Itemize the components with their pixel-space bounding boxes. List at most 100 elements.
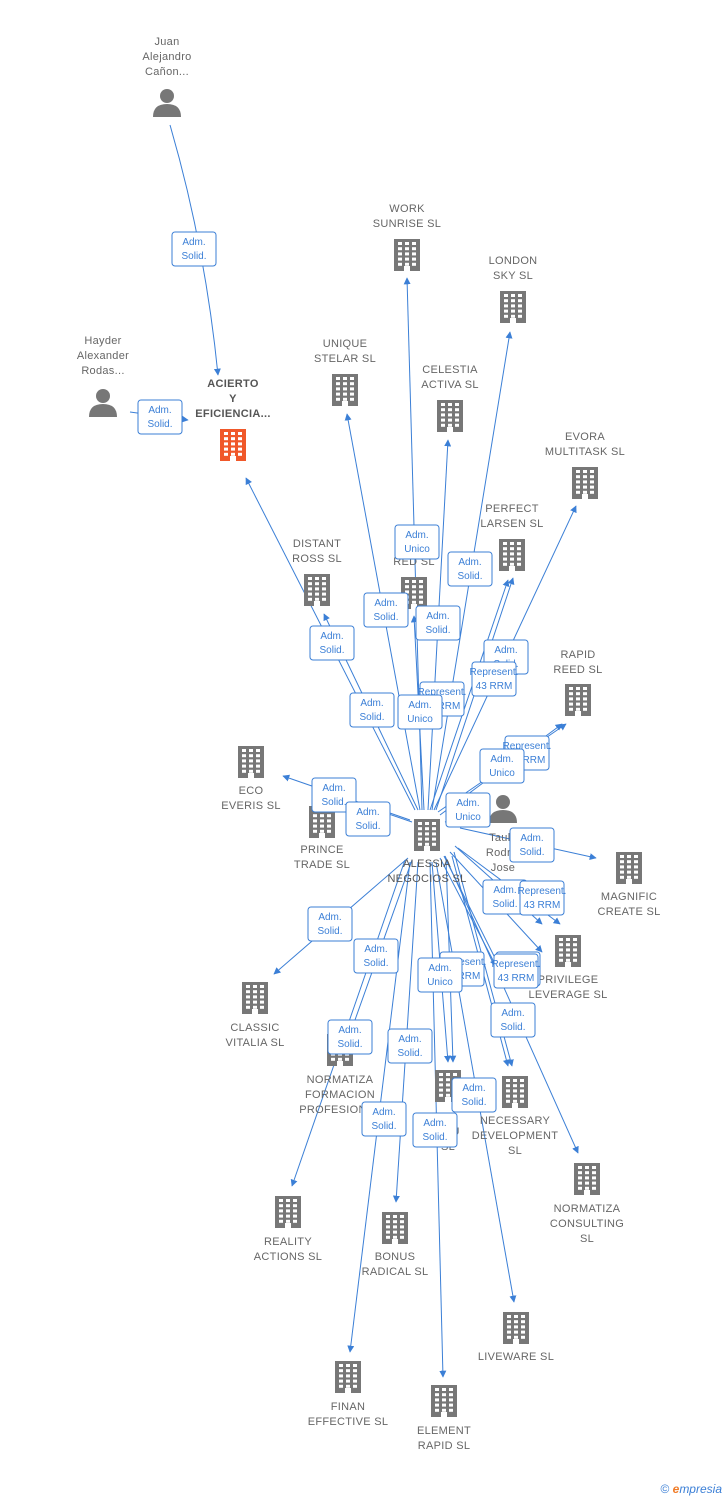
edge-label-5[interactable]: Adm.Solid.	[415, 605, 461, 641]
node-label-hayder: Hayder	[84, 335, 121, 347]
edge-label-text: 43 RRM	[509, 755, 546, 766]
empresia-brand[interactable]: © empresia	[660, 1482, 722, 1496]
node-label-evora: MULTITASK SL	[545, 446, 625, 458]
edge-label-1[interactable]: Adm.Solid.	[137, 399, 183, 435]
edge-label-10[interactable]: Adm.Unico	[397, 694, 443, 730]
edge-label-0[interactable]: Adm.Solid.	[171, 231, 217, 267]
edge-label-text: Adm.	[458, 557, 481, 568]
node-label-unique: STELAR SL	[314, 353, 376, 365]
node-label-acierto: Y	[229, 393, 237, 405]
edge-label-16[interactable]: Adm.Solid.	[345, 801, 391, 837]
edge-label-14[interactable]: Adm.Unico	[445, 792, 491, 828]
edge-label-text: Adm.	[320, 631, 343, 642]
node-label-normform: NORMATIZA	[307, 1074, 374, 1086]
building-icon	[238, 746, 264, 778]
building-icon	[437, 400, 463, 432]
node-label-work: WORK	[389, 203, 425, 215]
edge-label-text: Represent.	[418, 687, 467, 698]
building-icon	[502, 1076, 528, 1108]
edge-label-31[interactable]: Adm.Solid.	[412, 1112, 458, 1148]
person-icon	[89, 389, 117, 417]
edge-label-text: 43 RRM	[524, 900, 561, 911]
edge-label-17[interactable]: Adm. Solid.	[509, 827, 555, 863]
node-label-acierto: EFICIENCIA...	[195, 408, 270, 420]
person-icon	[489, 795, 517, 823]
edge-label-text: Adm.	[372, 1107, 395, 1118]
edge-label-text: Unico	[489, 768, 515, 779]
node-label-london: LONDON	[489, 255, 538, 267]
edge-label-text: 43 RRM	[498, 973, 535, 984]
edge-label-15[interactable]: Adm.Solid.	[311, 777, 357, 813]
edge-label-29[interactable]: Adm.Solid.	[451, 1077, 497, 1113]
edge-label-13[interactable]: Adm.Unico	[479, 748, 525, 784]
edge-7	[429, 579, 510, 811]
node-label-distant: ROSS SL	[292, 553, 342, 565]
node-label-eco: ECO	[239, 785, 264, 797]
edge-label-19[interactable]: Represent.43 RRM	[518, 880, 567, 916]
edge-label-9[interactable]: Adm.Solid.	[349, 692, 395, 728]
edge-label-11[interactable]: Represent.43 RRM	[470, 661, 519, 697]
building-icon	[616, 852, 642, 884]
node-label-london: SKY SL	[493, 270, 533, 282]
building-icon	[304, 574, 330, 606]
edge-label-text: Adm.	[360, 698, 383, 709]
node-label-privilege: PRIVILEGE	[538, 974, 599, 986]
node-london[interactable]: LONDON SKY SL	[489, 255, 538, 323]
node-label-classic: VITALIA SL	[225, 1037, 284, 1049]
edge-label-text: Solid.	[373, 612, 398, 623]
building-icon	[503, 1312, 529, 1344]
node-liveware[interactable]: LIVEWARE SL	[478, 1312, 554, 1363]
edge-label-4[interactable]: Adm. Solid.	[363, 592, 409, 628]
edge-label-text: Adm.	[338, 1025, 361, 1036]
edge-label-text: Adm.	[494, 645, 517, 656]
edge-label-26[interactable]: Adm.Solid.	[490, 1002, 536, 1038]
edge-label-text: Solid.	[519, 847, 544, 858]
edge-label-text: Adm.	[462, 1083, 485, 1094]
edge-label-6[interactable]: Adm.Solid.	[309, 625, 355, 661]
edge-label-24[interactable]: Represent.43 RRM	[492, 953, 541, 989]
edge-label-21[interactable]: Adm.Solid.	[307, 906, 353, 942]
edge-label-30[interactable]: Adm.Solid.	[361, 1101, 407, 1137]
edge-label-text: Adm.	[426, 611, 449, 622]
edge-label-28[interactable]: Adm.Solid.	[387, 1028, 433, 1064]
node-label-bonus: BONUS	[375, 1251, 416, 1263]
edge-label-25[interactable]: Adm.Unico	[417, 957, 463, 993]
node-label-classic: CLASSIC	[230, 1022, 279, 1034]
building-icon	[572, 467, 598, 499]
edge-label-text: Solid.	[181, 251, 206, 262]
edge-label-22[interactable]: Adm.Solid.	[353, 938, 399, 974]
node-label-celestia: ACTIVA SL	[421, 379, 479, 391]
edge-label-text: Adm.	[520, 833, 543, 844]
building-icon	[574, 1163, 600, 1195]
node-label-taule: Jose	[491, 862, 515, 874]
edge-label-2[interactable]: Adm.Unico	[394, 524, 440, 560]
edge-label-27[interactable]: Adm.Solid.	[327, 1019, 373, 1055]
edge-label-3[interactable]: Adm. Solid.	[447, 551, 493, 587]
node-juan[interactable]: JuanAlejandroCañon...	[142, 36, 191, 117]
edge-label-text: Solid.	[457, 571, 482, 582]
node-hayder[interactable]: HayderAlexanderRodas...	[77, 335, 129, 417]
edge-label-text: Adm.	[148, 405, 171, 416]
node-acierto[interactable]: ACIERTOYEFICIENCIA...	[195, 378, 270, 461]
edge-label-text: Adm.	[374, 598, 397, 609]
node-classic[interactable]: CLASSIC VITALIA SL	[225, 982, 284, 1049]
